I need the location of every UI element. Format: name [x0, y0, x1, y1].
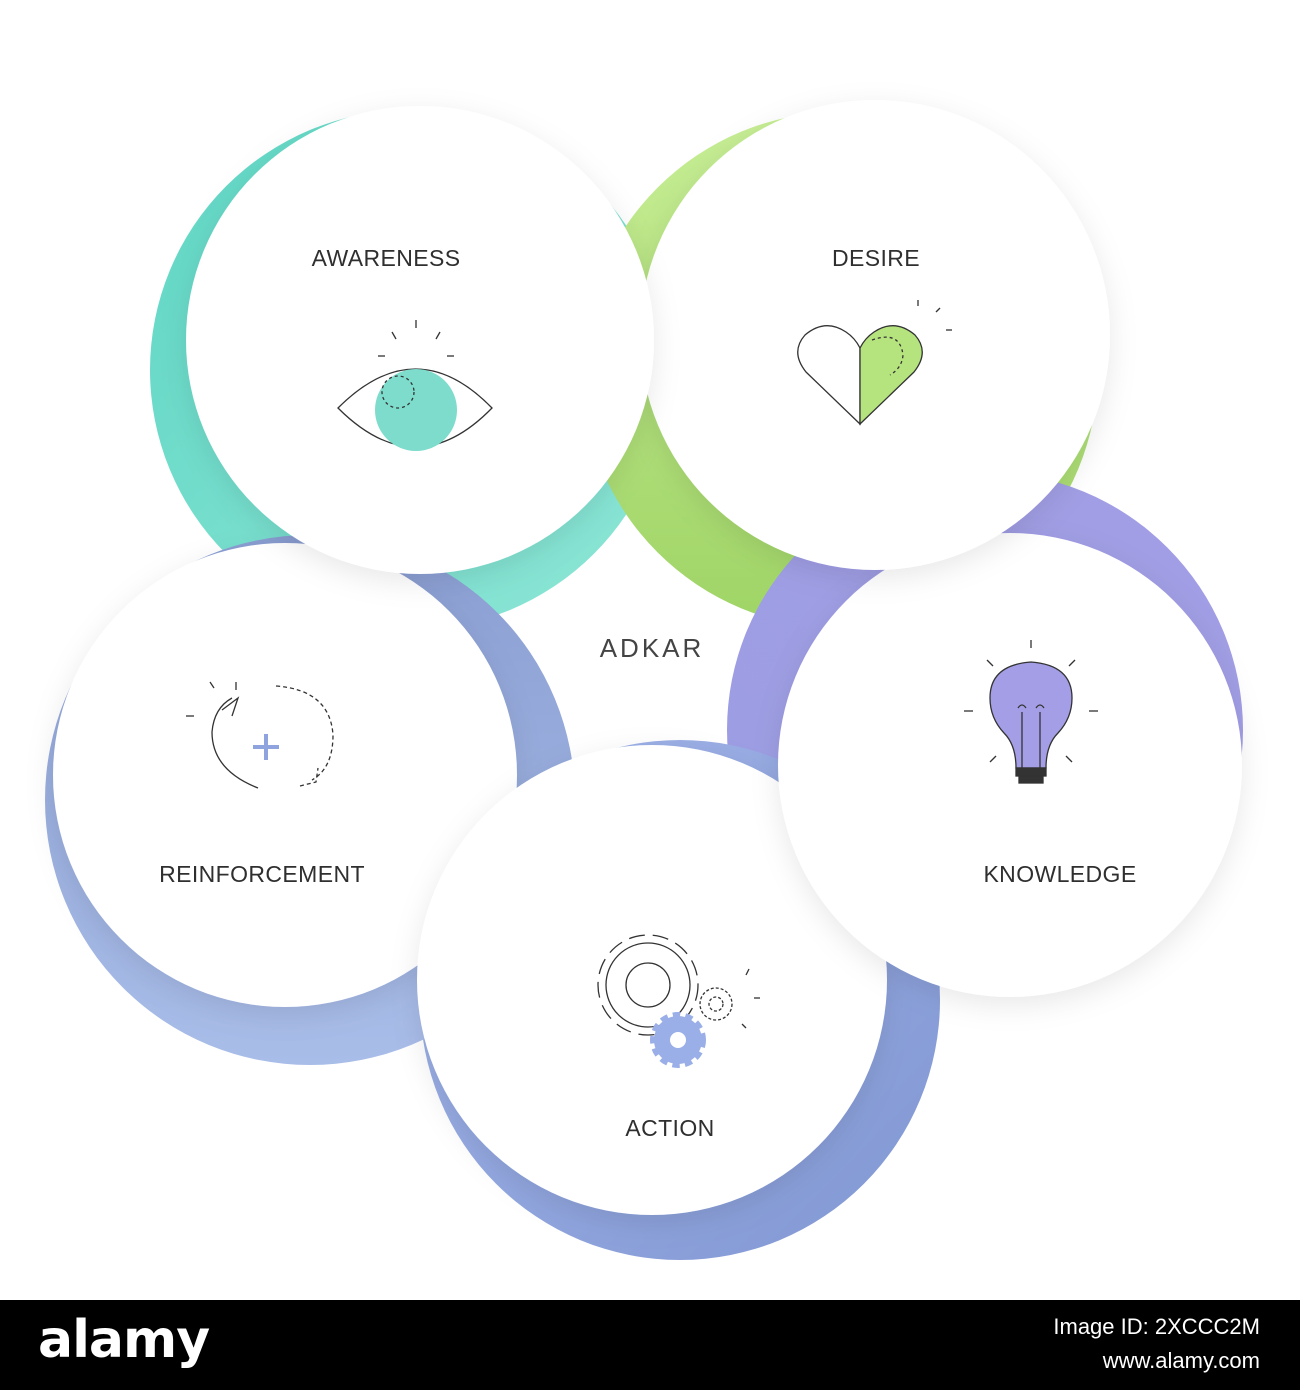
cycle-plus-icon — [186, 681, 334, 789]
brand-logo: alamy — [38, 1310, 210, 1370]
footer-url: www.alamy.com — [1102, 1348, 1260, 1373]
awareness-label: AWARENESS — [312, 245, 461, 271]
reinforcement-label: REINFORCEMENT — [159, 861, 365, 887]
awareness-circle — [186, 106, 654, 574]
gears-icon — [597, 934, 760, 1068]
footer-bar: alamy Image ID: 2XCCC2M www.alamy.com — [0, 1300, 1300, 1390]
center-label: ADKAR — [600, 633, 705, 663]
eye-icon — [337, 320, 493, 451]
knowledge-circle — [778, 533, 1242, 997]
footer-meta: Image ID: 2XCCC2M www.alamy.com — [1053, 1314, 1260, 1374]
lightbulb-icon — [964, 640, 1098, 784]
action-label: ACTION — [625, 1115, 714, 1141]
action-circle — [417, 745, 887, 1215]
desire-label: DESIRE — [832, 245, 920, 271]
heart-icon — [797, 300, 952, 426]
reinforcement-circle — [53, 543, 517, 1007]
image-id: Image ID: 2XCCC2M — [1053, 1314, 1260, 1339]
knowledge-label: KNOWLEDGE — [983, 861, 1136, 887]
adkar-diagram: ADKAR AWARENESS DESIRE KNOWLEDGE ACTION … — [45, 100, 1243, 1260]
